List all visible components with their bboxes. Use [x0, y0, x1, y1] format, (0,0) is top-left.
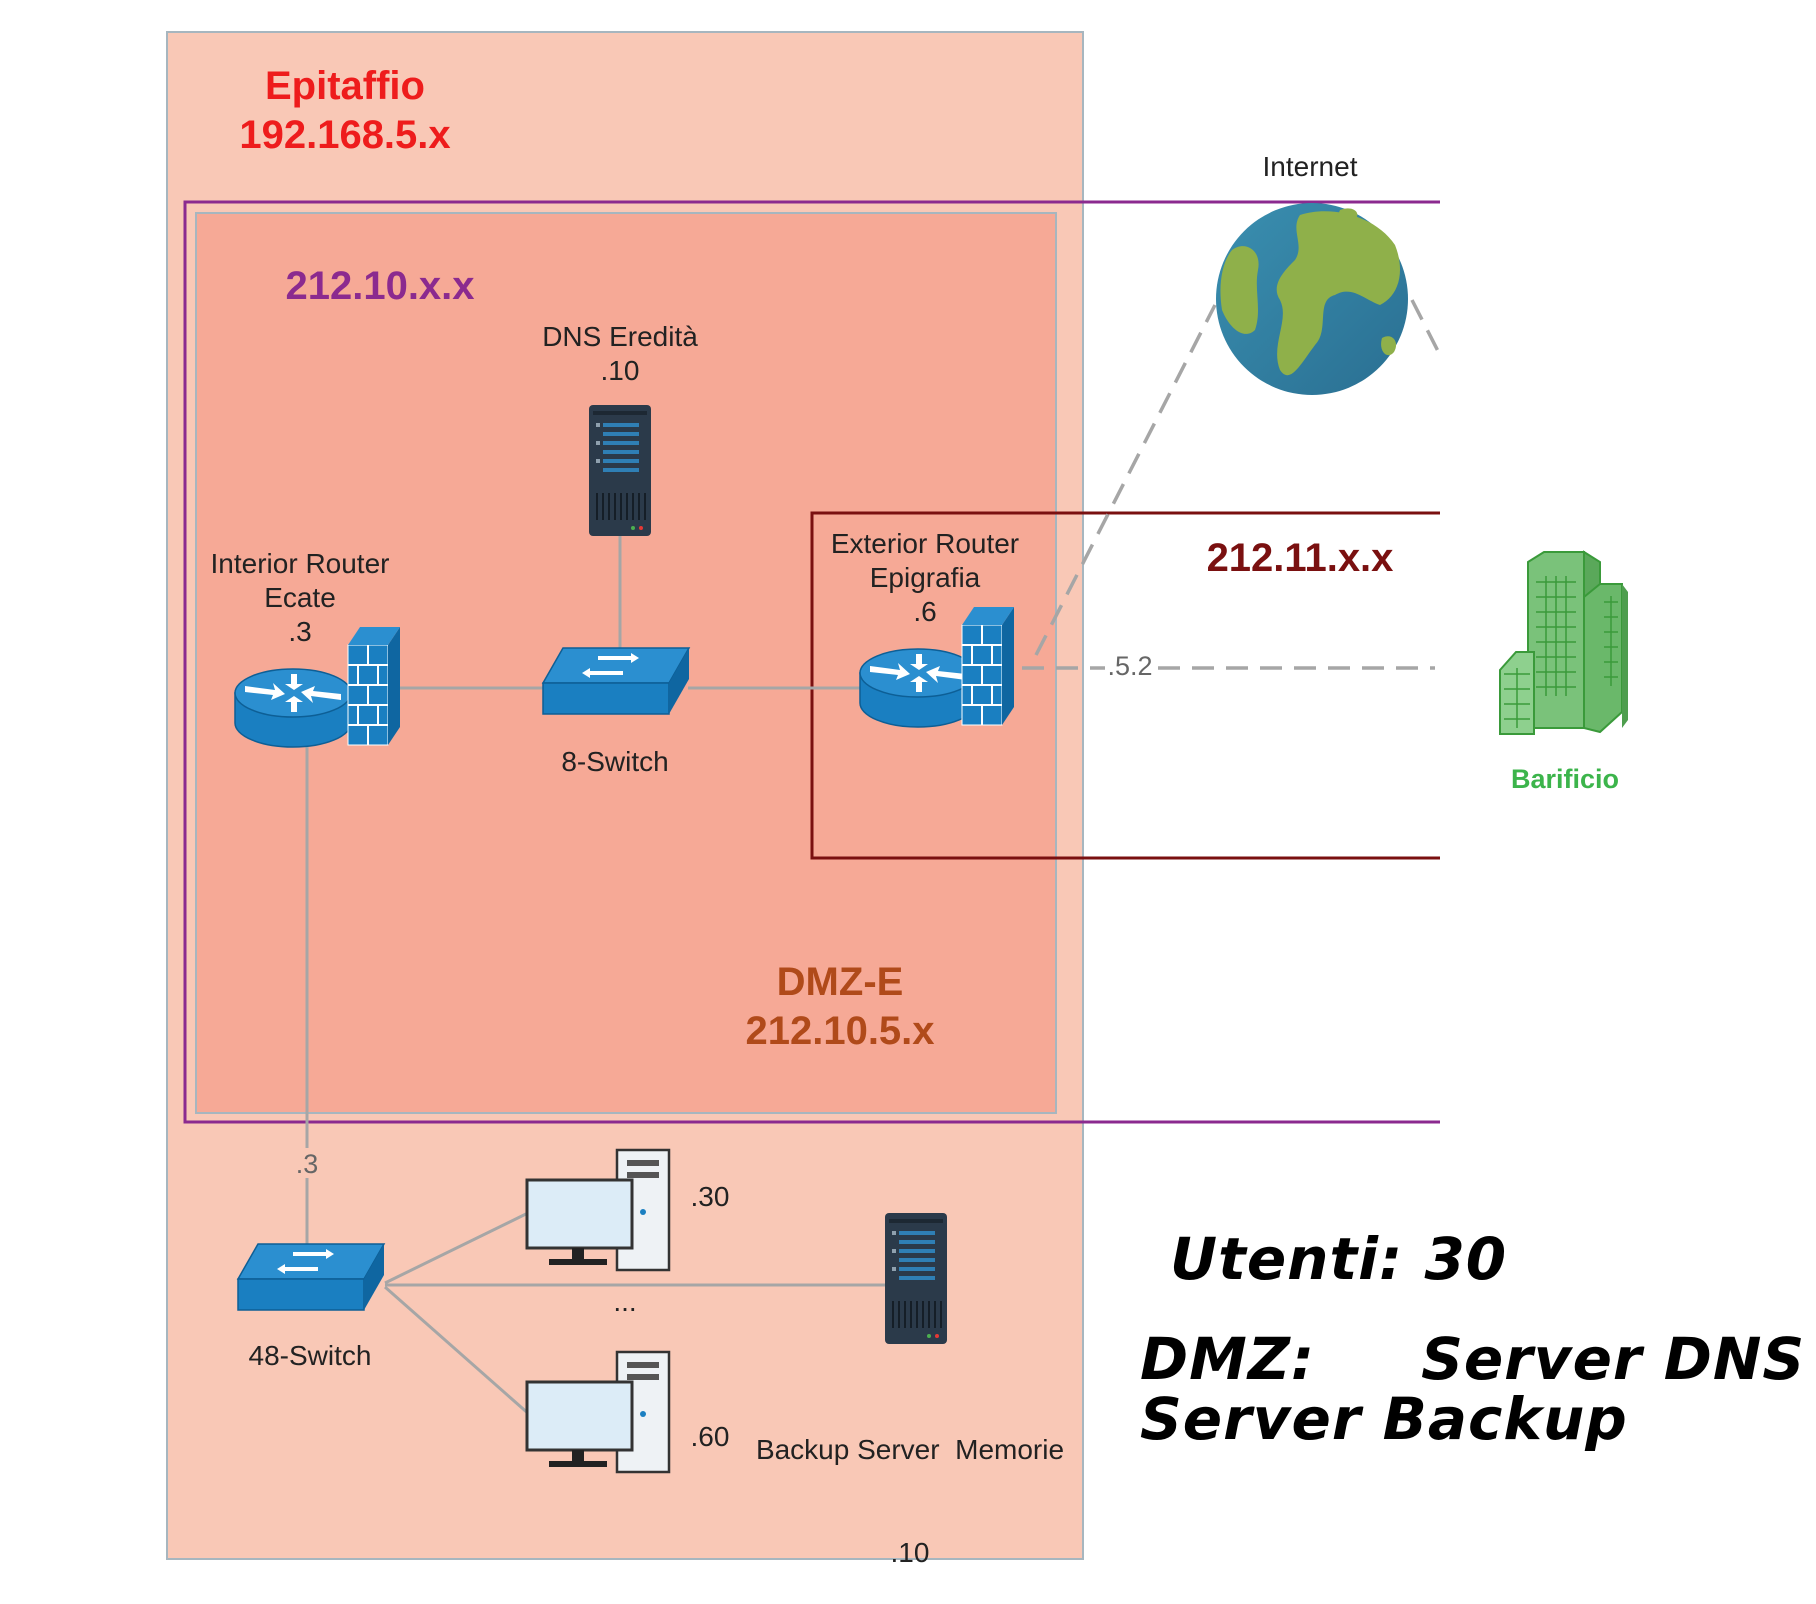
- pc-first-ip: .30: [690, 1181, 730, 1212]
- exterior-router-ip: .6: [913, 596, 937, 628]
- pc-ellipsis: ...: [613, 1286, 637, 1317]
- switch-8-icon: [541, 647, 691, 715]
- dns-server-icon: [589, 405, 651, 536]
- summary-dmz: DMZ: Server DNS: [1140, 1325, 1806, 1393]
- dashed-links: [1022, 299, 1442, 670]
- backup-server-ip: .10: [890, 1536, 930, 1568]
- pc-icon: [525, 1148, 671, 1272]
- backup-server-name: Backup Server Memorie: [755, 1434, 1065, 1466]
- pc-last-ip: .60: [690, 1421, 730, 1452]
- zone-dmz-e-name: DMZ-E: [776, 960, 904, 1004]
- pc-icon: [525, 1350, 671, 1474]
- boundary-212-11: [810, 511, 1440, 860]
- firewall-icon: [961, 607, 1014, 726]
- switch-48-uplink-ip: .3: [295, 1149, 319, 1179]
- interior-router-ip: .3: [288, 616, 312, 648]
- exterior-router-line2: Epigrafia: [869, 562, 981, 594]
- boundary-212-10: [183, 200, 1440, 1124]
- zone-epitaffio-name: Epitaffio: [265, 64, 425, 108]
- zone-dmz-inner-subnet: 212.10.x.x: [285, 264, 475, 308]
- interior-router-icon: [234, 668, 352, 748]
- dns-server-ip: .10: [600, 355, 640, 387]
- dns-server-name: DNS Eredità: [542, 321, 698, 352]
- exterior-router-line1: Exterior Router: [830, 528, 1020, 559]
- zone-epitaffio-label: Epitaffio 192.168.5.x: [230, 62, 460, 160]
- zone-dmz-e-label: DMZ-E 212.10.5.x: [720, 958, 960, 1056]
- building-icon: [1499, 550, 1628, 735]
- exterior-router-label: Exterior Router Epigrafia .6: [805, 527, 1045, 629]
- backup-server-icon: [885, 1213, 947, 1344]
- zone-dmz-e-subnet: 212.10.5.x: [745, 1008, 935, 1053]
- switch-8-label: 8-Switch: [561, 746, 669, 777]
- link-exterior-ip: .5.2: [1107, 651, 1153, 681]
- summary-dmz-line2: Server Backup: [1140, 1385, 1628, 1453]
- barificio-label: Barificio: [1510, 764, 1620, 794]
- switch-48-icon: [236, 1243, 386, 1311]
- dns-server-label: DNS Eredità .10: [500, 320, 740, 388]
- interior-router-line1: Interior Router: [210, 548, 390, 579]
- exterior-router-icon: [859, 648, 977, 728]
- zone-exterior-subnet: 212.11.x.x: [1206, 536, 1394, 580]
- globe-icon: [1216, 203, 1408, 395]
- internet-label: Internet: [1262, 151, 1358, 182]
- firewall-icon: [347, 627, 400, 746]
- links: [305, 536, 885, 1417]
- summary-utenti: Utenti: 30: [1170, 1225, 1508, 1293]
- switch-48-label: 48-Switch: [248, 1340, 372, 1371]
- interior-router-label: Interior Router Ecate .3: [190, 547, 410, 649]
- interior-router-line2: Ecate: [264, 582, 336, 614]
- backup-server-label: Backup Server Memorie .10: [745, 1365, 1075, 1604]
- zone-epitaffio-subnet: 192.168.5.x: [239, 112, 451, 157]
